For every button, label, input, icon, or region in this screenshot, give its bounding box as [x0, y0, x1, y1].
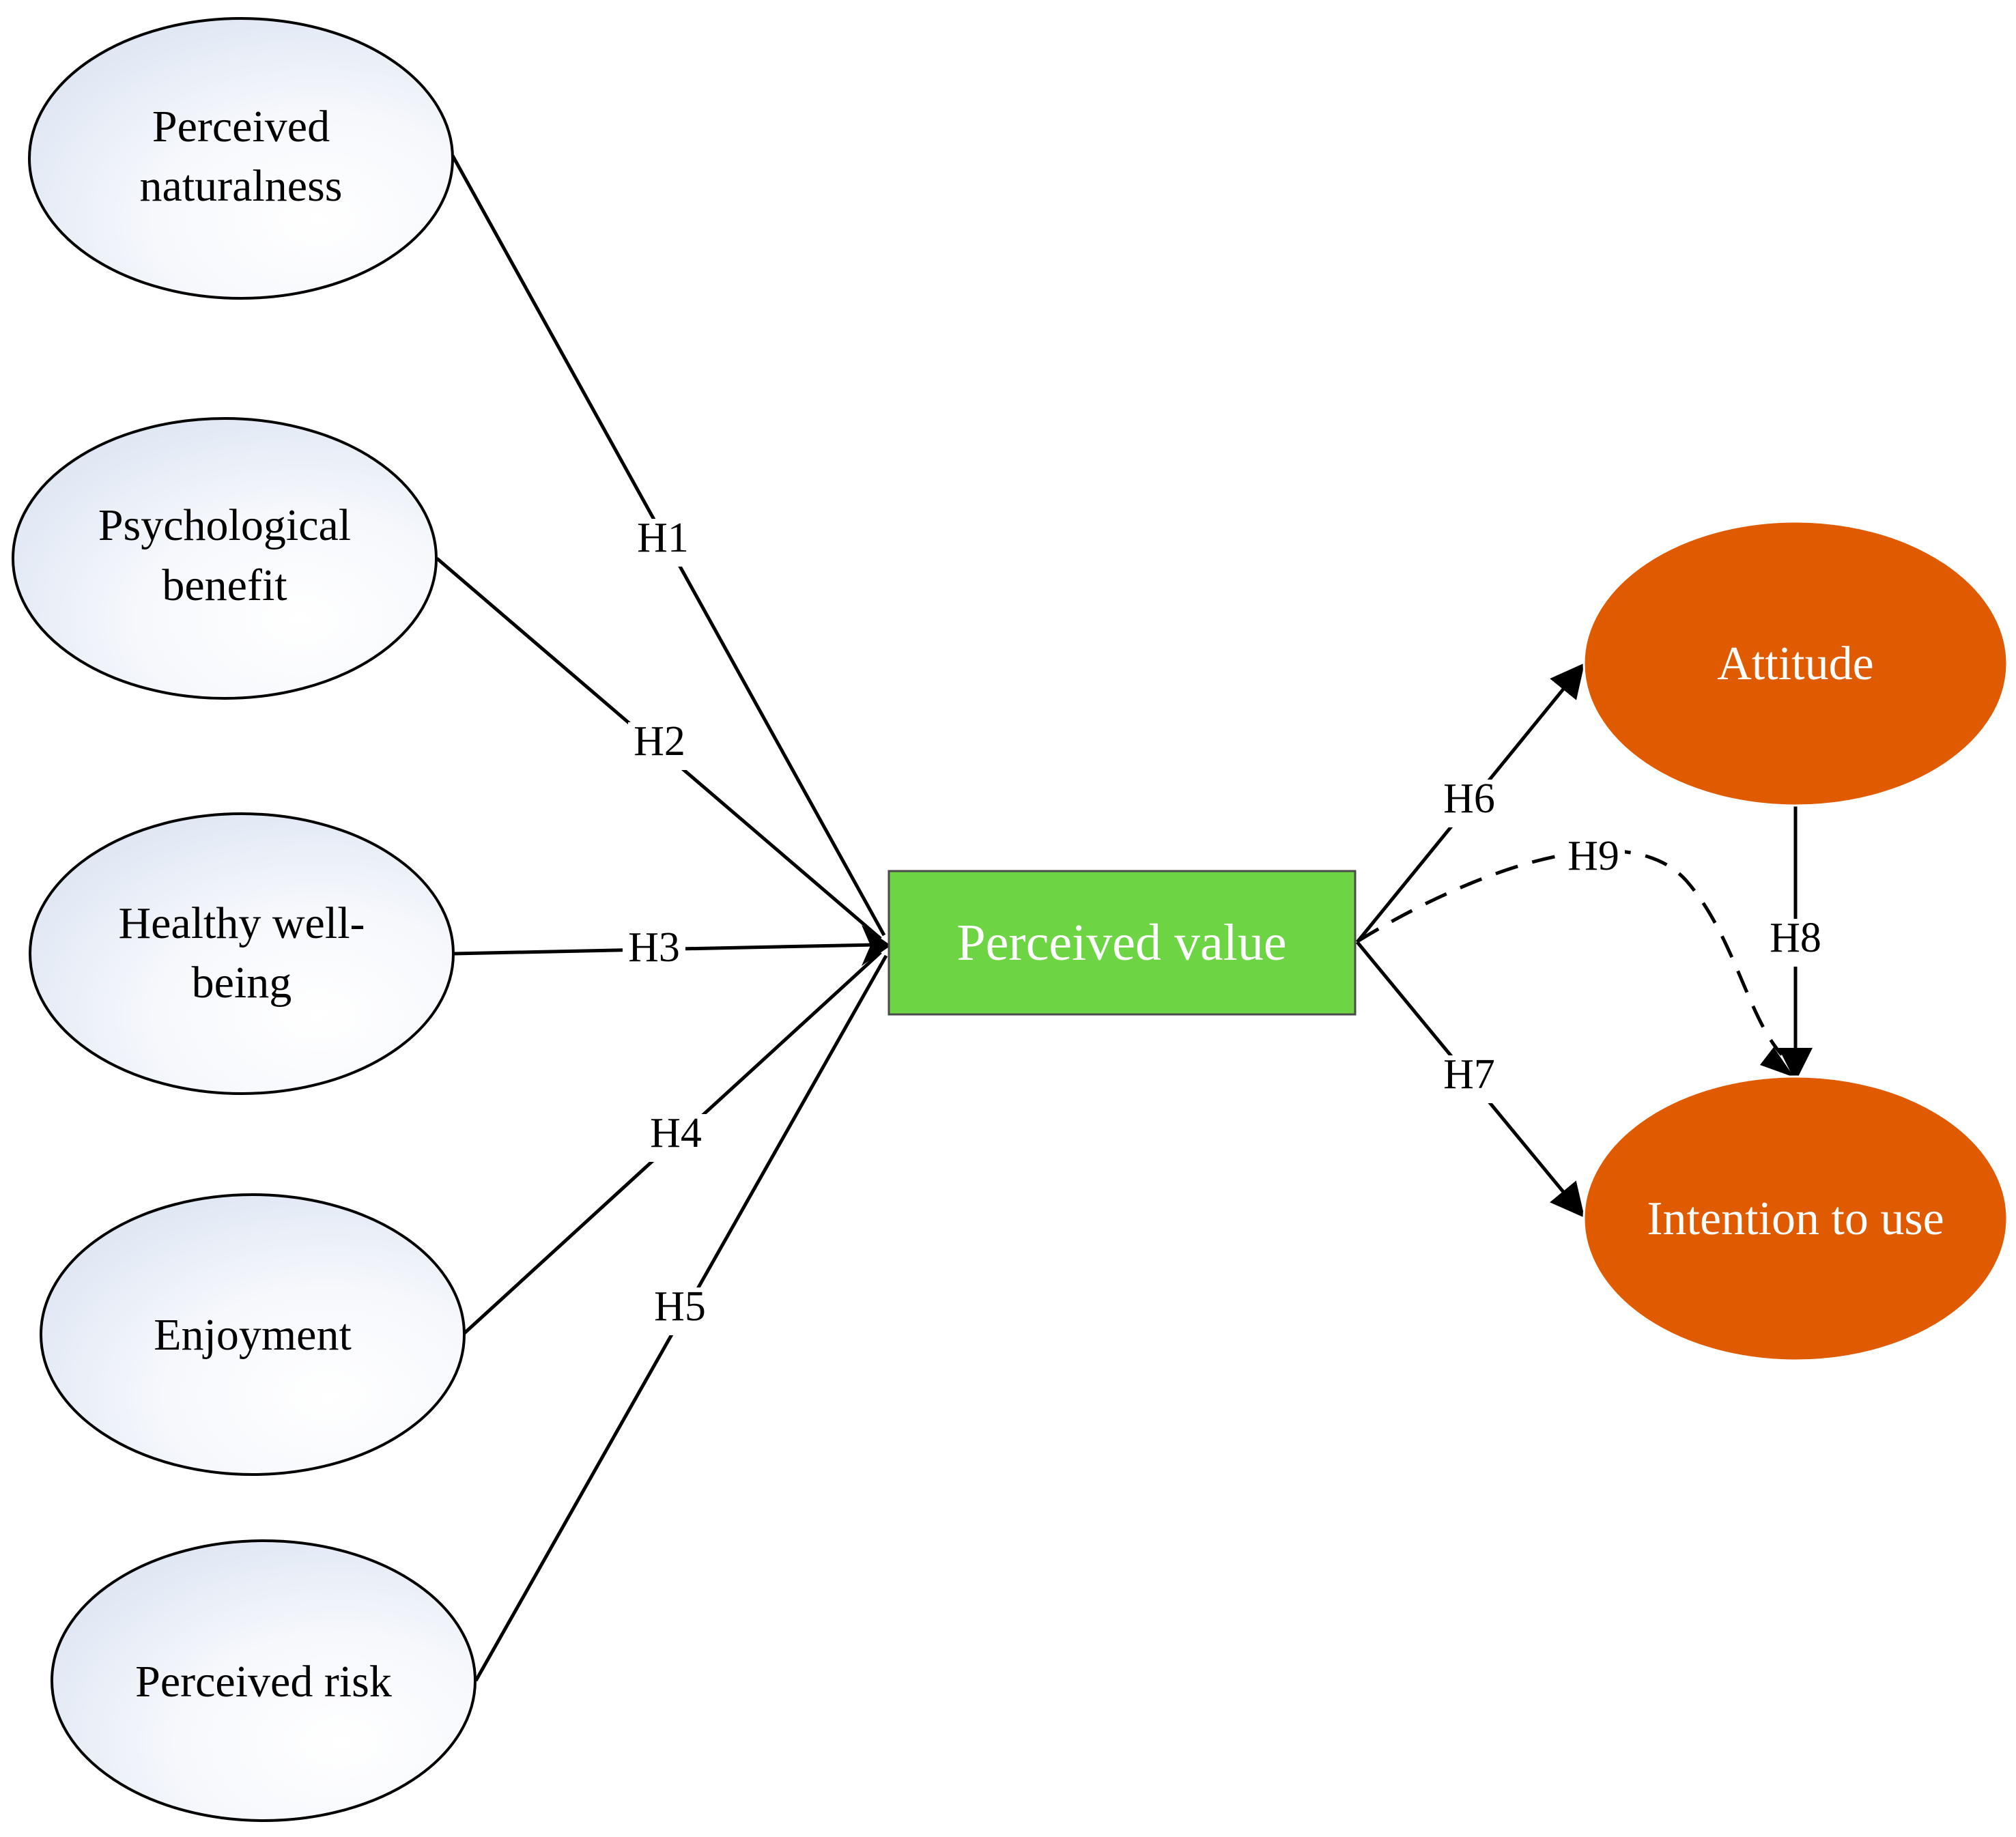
node-healthy-well-being: Healthy well- being — [29, 812, 455, 1095]
perceived-value-label: Perceived value — [956, 914, 1286, 971]
h4-label-bg — [644, 1114, 707, 1162]
intention-to-use-ellipse — [1582, 1075, 2008, 1362]
h3-label-bg — [623, 927, 685, 975]
node-perceived-naturalness: Perceived naturalness — [28, 17, 454, 300]
psychological-benefit-line1: Psychological — [98, 500, 351, 550]
edge-label-h7: H7 — [1443, 1051, 1495, 1098]
node-attitude: Attitude — [1582, 520, 2008, 807]
node-enjoyment: Enjoyment — [40, 1193, 466, 1476]
h7-label-bg — [1438, 1055, 1501, 1103]
node-perceived-value: Perceived value — [888, 870, 1357, 1016]
perceived-naturalness-line1: Perceived — [152, 102, 330, 152]
node-perceived-risk: Perceived risk — [51, 1539, 477, 1822]
h6-label-bg — [1438, 780, 1501, 827]
perceived-naturalness-line2: naturalness — [140, 161, 343, 211]
healthy-well-being-ellipse — [29, 812, 455, 1095]
intention-to-use-label: Intention to use — [1647, 1193, 1944, 1245]
node-intention-to-use: Intention to use — [1582, 1075, 2008, 1362]
enjoyment-ellipse — [40, 1193, 466, 1476]
healthy-well-being-line1: Healthy well- — [118, 898, 365, 948]
h9-label-bg — [1562, 837, 1625, 885]
edge-h9-arrowhead — [1760, 1047, 1794, 1077]
enjoyment-label: Enjoyment — [154, 1310, 352, 1360]
perceived-risk-ellipse — [51, 1539, 477, 1822]
edge-label-h6: H6 — [1443, 775, 1495, 822]
edge-label-h4: H4 — [650, 1110, 702, 1156]
node-psychological-benefit: Psychological benefit — [12, 417, 438, 700]
edge-label-h9: H9 — [1567, 833, 1619, 879]
edge-label-h2: H2 — [634, 718, 685, 765]
attitude-ellipse — [1582, 520, 2008, 807]
junction-arrowhead — [862, 925, 891, 966]
healthy-well-being-line2: being — [192, 958, 292, 1008]
h2-label-bg — [628, 722, 691, 770]
h8-label-bg — [1764, 919, 1827, 967]
perceived-naturalness-ellipse — [28, 17, 454, 300]
psychological-benefit-line2: benefit — [162, 560, 287, 610]
h5-label-bg — [649, 1287, 711, 1335]
edge-label-h5: H5 — [654, 1283, 706, 1330]
edge-label-h3: H3 — [628, 924, 680, 971]
perceived-value-box — [888, 870, 1357, 1016]
edge-label-h8: H8 — [1770, 915, 1821, 961]
perceived-risk-label: Perceived risk — [135, 1657, 392, 1707]
psychological-benefit-ellipse — [12, 417, 438, 700]
edge-label-h1: H1 — [637, 515, 689, 561]
h1-label-bg — [631, 519, 694, 567]
attitude-label: Attitude — [1717, 638, 1873, 690]
edge-labels: H1 H2 H3 H4 H5 H6 H7 H8 H9 — [623, 515, 1827, 1335]
